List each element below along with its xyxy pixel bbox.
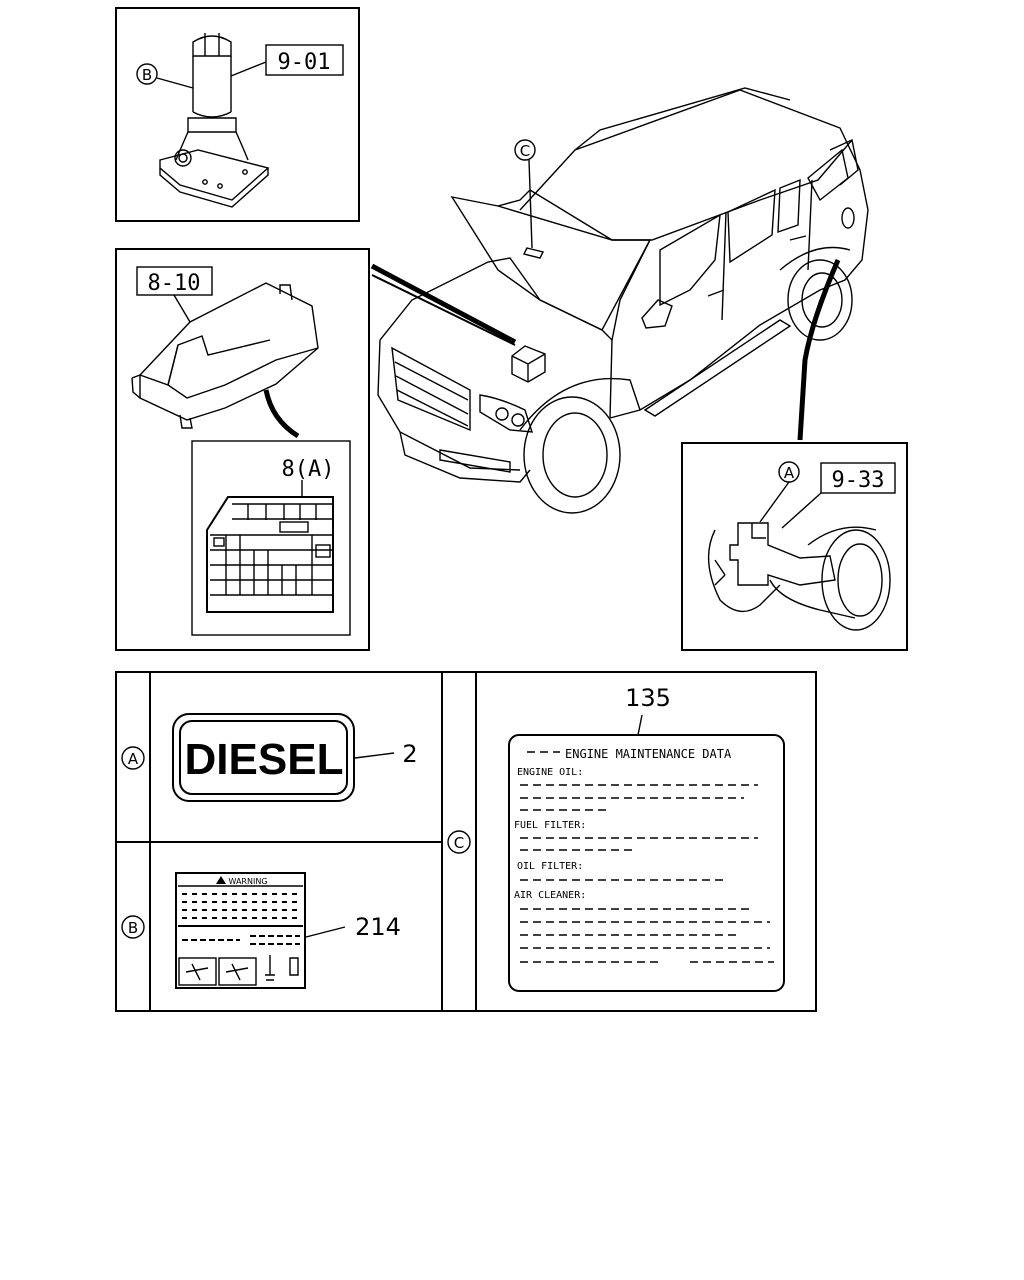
table-marker-c <box>447 830 471 854</box>
diesel-label-text: DIESEL <box>185 735 344 784</box>
warning-label: WARNING <box>175 872 306 989</box>
jack-part-number: 9-01 <box>278 50 331 75</box>
table-marker-a-letter: A <box>128 750 139 768</box>
maintenance-label-title: ENGINE MAINTENANCE DATA <box>565 747 732 761</box>
fuel-lid-illustration <box>707 522 891 631</box>
maintenance-line-engine-oil: ENGINE OIL: <box>517 767 583 778</box>
maintenance-line-oil-filter: OIL FILTER: <box>517 861 583 872</box>
maintenance-line-air-cleaner: AIR CLEANER: <box>514 890 586 901</box>
table-marker-b-letter: B <box>128 919 138 937</box>
maintenance-label: ENGINE MAINTENANCE DATA ENGINE OIL: FUEL… <box>508 734 785 992</box>
jack-illustration <box>159 33 270 208</box>
table-marker-b <box>121 915 145 939</box>
fuel-panel: 9-33 A <box>681 442 908 651</box>
fuel-part-number: 9-33 <box>832 468 885 493</box>
diesel-label: DIESEL <box>172 713 355 802</box>
fuel-marker-letter: A <box>784 464 795 482</box>
vehicle-marker <box>514 139 536 161</box>
jack-marker-letter: B <box>142 66 152 84</box>
jack-panel: B 9-01 <box>115 7 360 222</box>
fuse-label-illustration <box>206 496 334 613</box>
maintenance-part-number: 135 <box>625 684 671 712</box>
fuse-label-part-number: 8(A) <box>282 457 335 482</box>
warning-part-number: 214 <box>355 913 401 941</box>
maintenance-line-fuel-filter: FUEL FILTER: <box>514 820 586 831</box>
table-marker-a <box>121 746 145 770</box>
diesel-part-number: 2 <box>402 740 417 768</box>
label-table: A B C DIESEL 2 WARNING 214 <box>115 671 817 1012</box>
fuse-box-leader <box>370 263 517 345</box>
jack-marker <box>136 63 158 85</box>
fuse-box-panel: 8-10 8(A) <box>115 248 370 651</box>
vehicle-illustration <box>377 87 869 514</box>
vehicle-marker-letter: C <box>520 142 530 160</box>
fuel-leader <box>797 259 841 441</box>
warning-label-title: WARNING <box>228 877 267 886</box>
fuse-box-illustration <box>131 282 319 429</box>
table-marker-c-letter: C <box>454 834 464 852</box>
fuse-box-part-number: 8-10 <box>148 271 201 296</box>
